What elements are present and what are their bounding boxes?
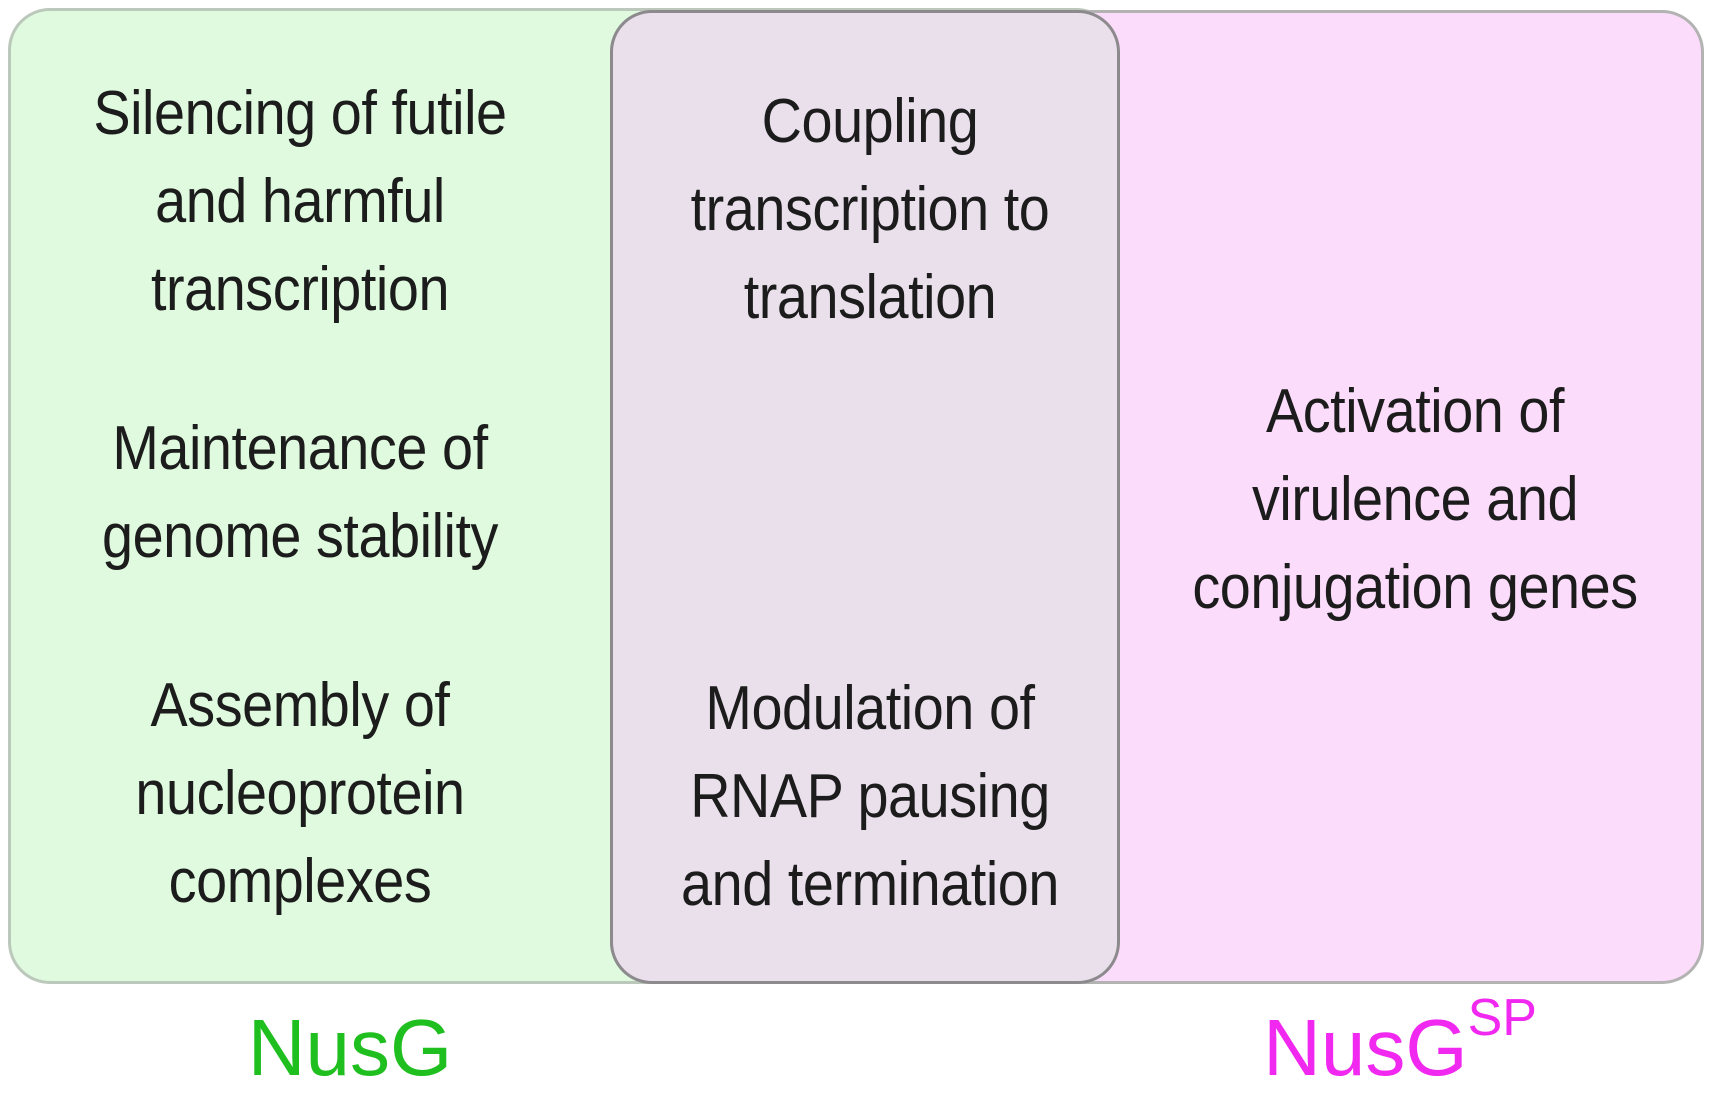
shared-function-pausing-termination: Modulation of RNAP pausing and terminati… [681,674,1059,919]
nusg-label-text: NusG [247,1003,453,1092]
nusg-function-silencing: Silencing of futile and harmful transcri… [93,79,507,324]
nusgsp-label-superscript: SP [1467,989,1537,1047]
nusgsp-function-virulence: Activation of virulence and conjugation … [1192,377,1638,622]
nusgsp-label-text: NusG [1263,1003,1468,1092]
nusg-function-genome-stability: Maintenance of genome stability [101,414,499,571]
shared-region [610,10,1120,984]
nusg-function-nucleoprotein-assembly: Assembly of nucleoprotein complexes [135,671,465,916]
nusg-label: NusG [200,1000,500,1096]
shared-function-coupling: Coupling transcription to translation [690,87,1050,332]
nusgsp-label: NusGSP [1160,992,1640,1096]
